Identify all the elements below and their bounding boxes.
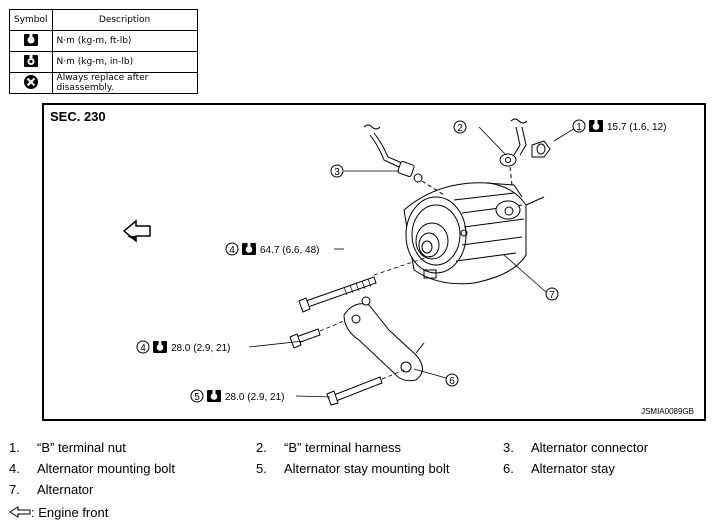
torque-icon — [242, 243, 256, 255]
callout-4-upper: 4 64.7 (6.6, 48) — [225, 242, 319, 256]
leader-lines — [248, 124, 581, 398]
torque-icon — [207, 390, 221, 402]
callout-number: 1 — [576, 122, 582, 133]
torque-nm-kgm-ftlb-icon — [23, 33, 38, 46]
callout-number: 2 — [457, 123, 463, 134]
stay-bolt-part — [289, 328, 321, 349]
callout-3: 3 — [330, 164, 344, 178]
alternator-stay-mounting-bolt-part — [326, 376, 383, 406]
list-item: 1.“B” terminal nut — [9, 440, 126, 455]
legend-description: Always replace after disassembly. — [51, 72, 198, 94]
section-label: SEC. 230 — [50, 109, 106, 124]
legend-header-row: Symbol Description — [9, 9, 198, 31]
callout-torque: 28.0 (2.9, 21) — [225, 392, 284, 403]
alternator-part — [403, 182, 545, 285]
callout-number: 3 — [334, 167, 340, 178]
alternator-connector-part — [363, 124, 445, 196]
callout-6: 6 — [445, 373, 459, 387]
callout-number: 6 — [449, 376, 455, 387]
diagram-frame: SEC. 230 — [42, 103, 706, 421]
callout-2: 2 — [453, 120, 467, 134]
list-item: 3.Alternator connector — [503, 440, 649, 455]
symbol-legend-table: Symbol Description N·m (kg-m, ft-lb) N·m… — [9, 9, 198, 94]
list-item: 7.Alternator — [9, 482, 94, 497]
legend-header-description: Description — [51, 9, 198, 31]
legend-row: Always replace after disassembly. — [9, 72, 198, 94]
engine-front-label: : Engine front — [31, 505, 109, 520]
callout-number: 4 — [229, 245, 235, 256]
list-item: 2.“B” terminal harness — [256, 440, 402, 455]
alternator-exploded-diagram: 1 15.7 (1.6, 12) 2 3 4 64.7 (6.6, 48) 7 — [122, 118, 666, 406]
callout-number: 4 — [140, 343, 146, 354]
callout-number: 7 — [549, 290, 555, 301]
engine-front-arrow-icon — [122, 219, 151, 243]
engine-front-arrow-icon — [9, 506, 31, 518]
engine-front-note: : Engine front — [9, 505, 108, 520]
callout-4-lower: 4 28.0 (2.9, 21) — [136, 340, 230, 354]
alternator-mounting-bolt-part — [298, 276, 377, 313]
torque-icon — [153, 341, 167, 353]
legend-header-symbol: Symbol — [9, 9, 53, 31]
list-item: 6.Alternator stay — [503, 461, 615, 476]
callout-1: 1 15.7 (1.6, 12) — [572, 119, 666, 133]
legend-description: N·m (kg-m, ft-lb) — [51, 30, 198, 52]
b-terminal-harness-part — [499, 118, 528, 186]
list-item: 5.Alternator stay mounting bolt — [256, 461, 450, 476]
diagram-code: JSMIA0089GB — [641, 407, 694, 416]
legend-row: N·m (kg-m, in-lb) — [9, 51, 198, 73]
callout-torque: 64.7 (6.6, 48) — [260, 245, 319, 256]
legend-description: N·m (kg-m, in-lb) — [51, 51, 198, 73]
torque-icon — [589, 120, 603, 132]
callout-torque: 15.7 (1.6, 12) — [607, 122, 666, 133]
callout-number: 5 — [194, 392, 200, 403]
callout-7: 7 — [545, 287, 559, 301]
legend-row: N·m (kg-m, ft-lb) — [9, 30, 198, 52]
callout-torque: 28.0 (2.9, 21) — [171, 343, 230, 354]
torque-nm-kgm-inlb-icon — [23, 54, 38, 67]
always-replace-icon — [23, 74, 38, 89]
b-terminal-nut-part — [531, 140, 551, 158]
callout-5: 5 28.0 (2.9, 21) — [190, 389, 284, 403]
alternator-stay-part — [343, 296, 425, 382]
list-item: 4.Alternator mounting bolt — [9, 461, 176, 476]
